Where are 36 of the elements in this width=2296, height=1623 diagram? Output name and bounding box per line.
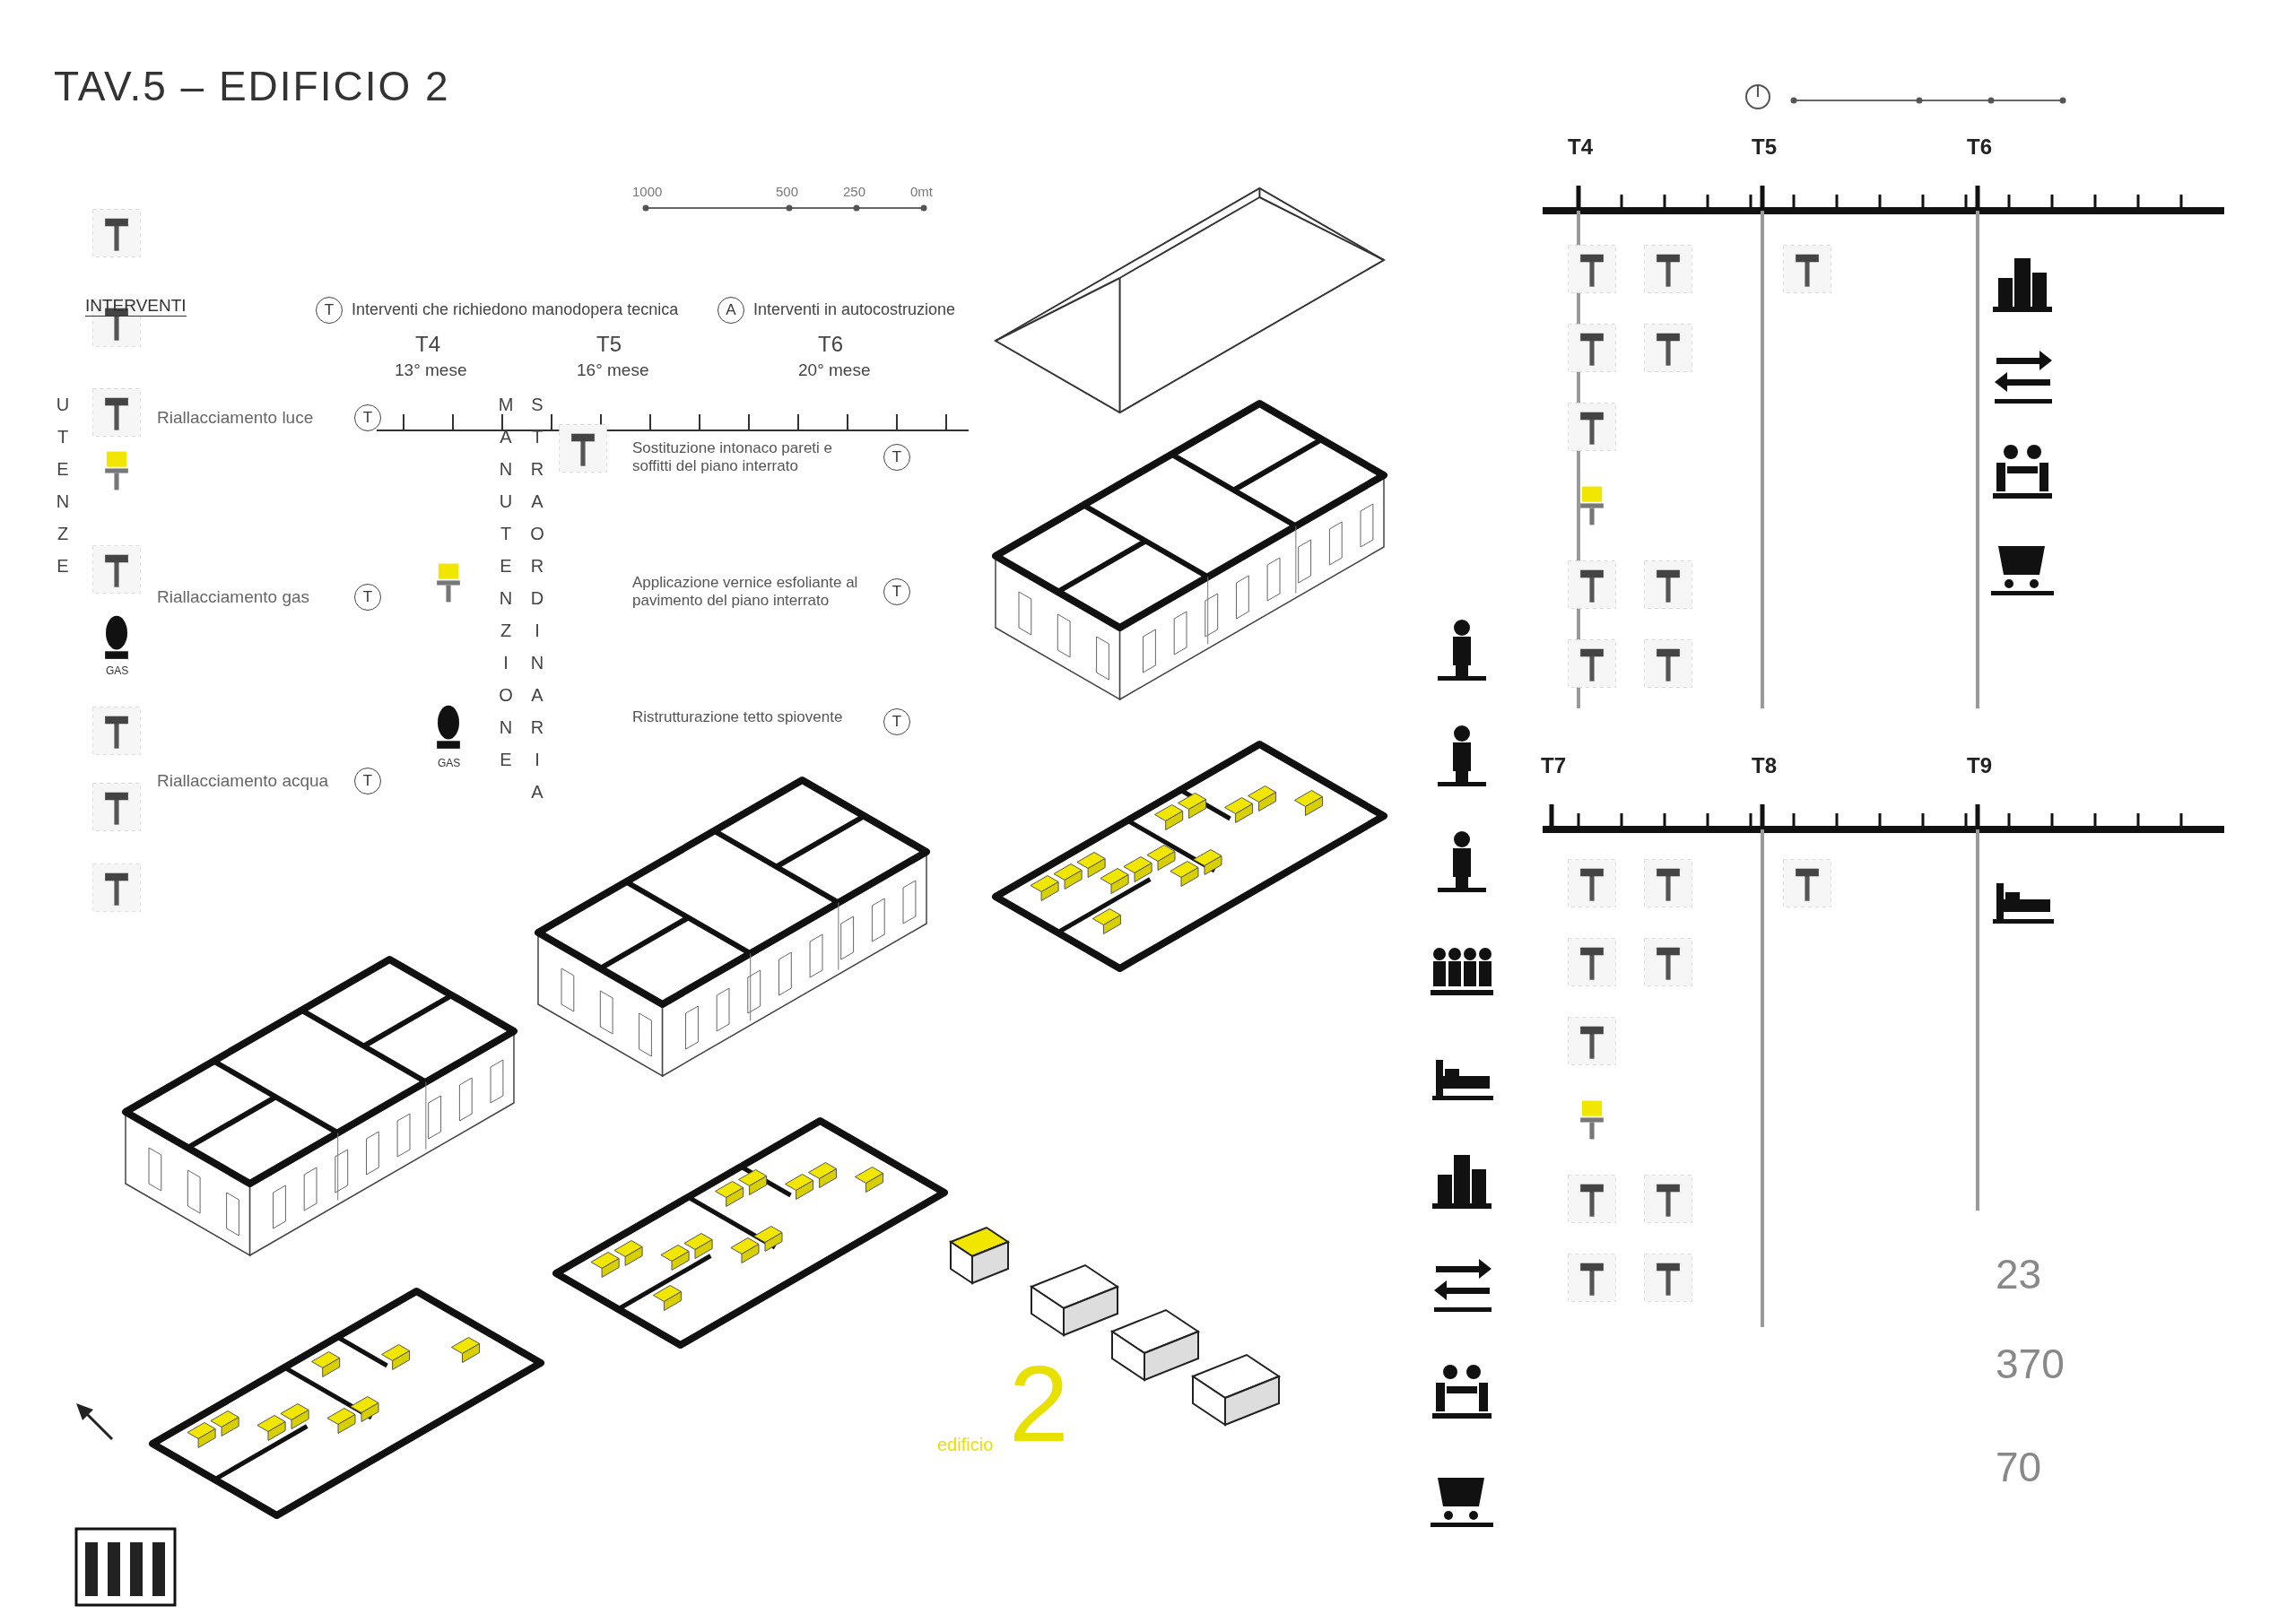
vertical-heading: MANUTENZIONE xyxy=(495,395,516,782)
phase-label: T7 xyxy=(1541,753,1566,778)
item-label: Sostituzione intonaco pareti e soffitti del piano interrato xyxy=(632,439,834,475)
scale-label: 500 xyxy=(776,184,799,200)
phase-label: T9 xyxy=(1967,753,1992,778)
scale-label: 0mt xyxy=(910,184,933,200)
legend-text: Interventi in autocostruzione xyxy=(753,300,956,319)
item-label: Ristrutturazione tetto spiovente xyxy=(632,708,844,726)
phase-label: T8 xyxy=(1752,753,1777,778)
phase-label: T5 xyxy=(596,332,622,357)
stat-value: 23 xyxy=(1996,1251,2042,1298)
vertical-heading: STRAORDINARIA xyxy=(526,395,547,814)
legend-text: Interventi che richiedono manodopera tecnica xyxy=(352,300,679,319)
title: TAV.5 – EDIFICIO 2 xyxy=(54,63,450,110)
month-label: 16° mese xyxy=(577,360,649,380)
month-label: 20° mese xyxy=(798,360,871,380)
building-caption: edificio xyxy=(937,1435,994,1455)
phase-label: T6 xyxy=(818,332,843,357)
icon-caption: GAS xyxy=(106,665,129,678)
item-label: Riallacciamento luce xyxy=(157,408,314,428)
item-label: Riallacciamento gas xyxy=(157,587,310,607)
scale-label: 250 xyxy=(843,184,866,200)
stat-value: 370 xyxy=(1996,1341,2065,1388)
building-number: 2 xyxy=(1009,1350,1069,1457)
stat-value: 70 xyxy=(1996,1444,2042,1491)
month-label: 13° mese xyxy=(395,360,467,380)
phase-label: T6 xyxy=(1967,135,1992,160)
phase-label: T4 xyxy=(1568,135,1593,160)
scale-label: 1000 xyxy=(632,184,663,200)
phase-label: T5 xyxy=(1752,135,1777,160)
item-label: Applicazione vernice esfoliante al pavimento del piano interrato xyxy=(632,574,859,610)
item-label: Riallacciamento acqua xyxy=(157,771,329,791)
phase-label: T4 xyxy=(415,332,440,357)
section-heading: INTERVENTI xyxy=(85,296,187,317)
icon-caption: GAS xyxy=(438,758,461,770)
vertical-heading: UTENZE xyxy=(52,395,73,588)
